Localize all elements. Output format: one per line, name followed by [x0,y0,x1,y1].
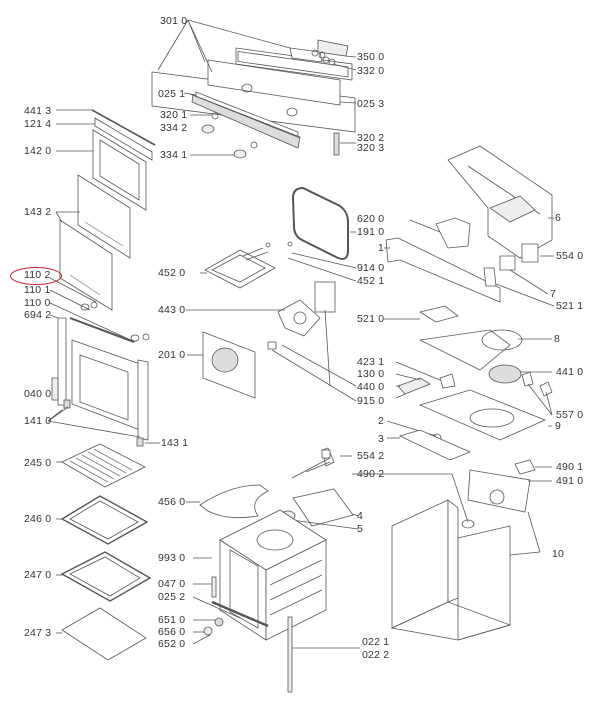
part-label[interactable]: 143 1 [161,437,189,449]
part-label[interactable]: 440 0 [357,381,385,393]
part-label[interactable]: 9 [555,420,562,432]
oven-cavity [186,449,360,693]
part-label[interactable]: 320 1 [160,109,188,121]
part-label[interactable]: 142 0 [24,145,52,157]
part-label[interactable]: 022 1 [362,636,390,648]
part-label[interactable]: 201 0 [158,349,186,361]
part-label[interactable]: 993 0 [158,552,186,564]
fan-motor-assembly [386,329,553,475]
accessories [56,443,152,661]
part-label[interactable]: 121 4 [24,118,52,130]
part-label[interactable]: 141 0 [24,415,52,427]
part-label[interactable]: 3 [378,433,385,445]
part-label[interactable]: 694 2 [24,309,52,321]
part-label[interactable]: 332 0 [357,65,385,77]
part-label[interactable]: 441 0 [556,366,584,378]
part-label[interactable]: 521 1 [556,300,584,312]
part-label[interactable]: 301 0 [160,15,188,27]
part-label[interactable]: 620 0 [357,213,385,225]
oven-casing [305,447,552,641]
control-panel-assembly [151,19,357,159]
part-label[interactable]: 557 0 [556,409,584,421]
part-label[interactable]: 423 1 [357,356,385,368]
part-label[interactable]: 5 [357,523,364,535]
part-label[interactable]: 110 1 [24,284,51,296]
part-label-highlighted[interactable]: 110 2 [24,269,51,281]
part-label[interactable]: 320 2 [357,132,385,144]
part-label[interactable]: 452 0 [158,267,186,279]
part-label[interactable]: 491 0 [556,475,584,487]
heating-elements [186,186,357,402]
part-label[interactable]: 350 0 [357,51,385,63]
part-label[interactable]: 443 0 [158,304,186,316]
part-label[interactable]: 8 [554,333,561,345]
part-label[interactable]: 191 0 [357,226,385,238]
part-label[interactable]: 1 [378,242,385,254]
part-label[interactable]: 490 1 [556,461,584,473]
part-label[interactable]: 334 1 [160,149,188,161]
part-label[interactable]: 040 0 [24,388,52,400]
part-label[interactable]: 245 0 [24,457,52,469]
part-label[interactable]: 2 [378,415,385,427]
part-label[interactable]: 656 0 [158,626,186,638]
part-label[interactable]: 7 [550,288,557,300]
part-label[interactable]: 10 [552,548,565,560]
part-label[interactable]: 025 3 [357,98,385,110]
part-label[interactable]: 246 0 [24,513,52,525]
part-label[interactable]: 320 3 [357,142,385,154]
part-label[interactable]: 110 0 [24,297,51,309]
part-label[interactable]: 914 0 [357,262,385,274]
part-label[interactable]: 452 1 [357,275,385,287]
part-label[interactable]: 4 [357,510,364,522]
part-label[interactable]: 456 0 [158,496,186,508]
part-label[interactable]: 130 0 [357,368,385,380]
part-label[interactable]: 490 2 [357,468,385,480]
part-label[interactable]: 247 3 [24,627,52,639]
part-label[interactable]: 441 3 [24,105,52,117]
part-label[interactable]: 915 0 [357,395,385,407]
part-label[interactable]: 652 0 [158,638,186,650]
part-label[interactable]: 025 2 [158,591,186,603]
part-label[interactable]: 521 0 [357,313,385,325]
part-label[interactable]: 651 0 [158,614,186,626]
part-label[interactable]: 554 0 [556,250,584,262]
part-label[interactable]: 025 1 [158,88,186,100]
part-label[interactable]: 247 0 [24,569,52,581]
highlight-ring [10,267,62,285]
part-label[interactable]: 022 2 [362,649,390,661]
door-assembly [47,109,160,447]
electronics-assembly [384,145,555,323]
part-label[interactable]: 554 2 [357,450,385,462]
part-label[interactable]: 6 [555,212,562,224]
part-label[interactable]: 143 2 [24,206,52,218]
part-label[interactable]: 334 2 [160,122,188,134]
part-label[interactable]: 047 0 [158,578,186,590]
